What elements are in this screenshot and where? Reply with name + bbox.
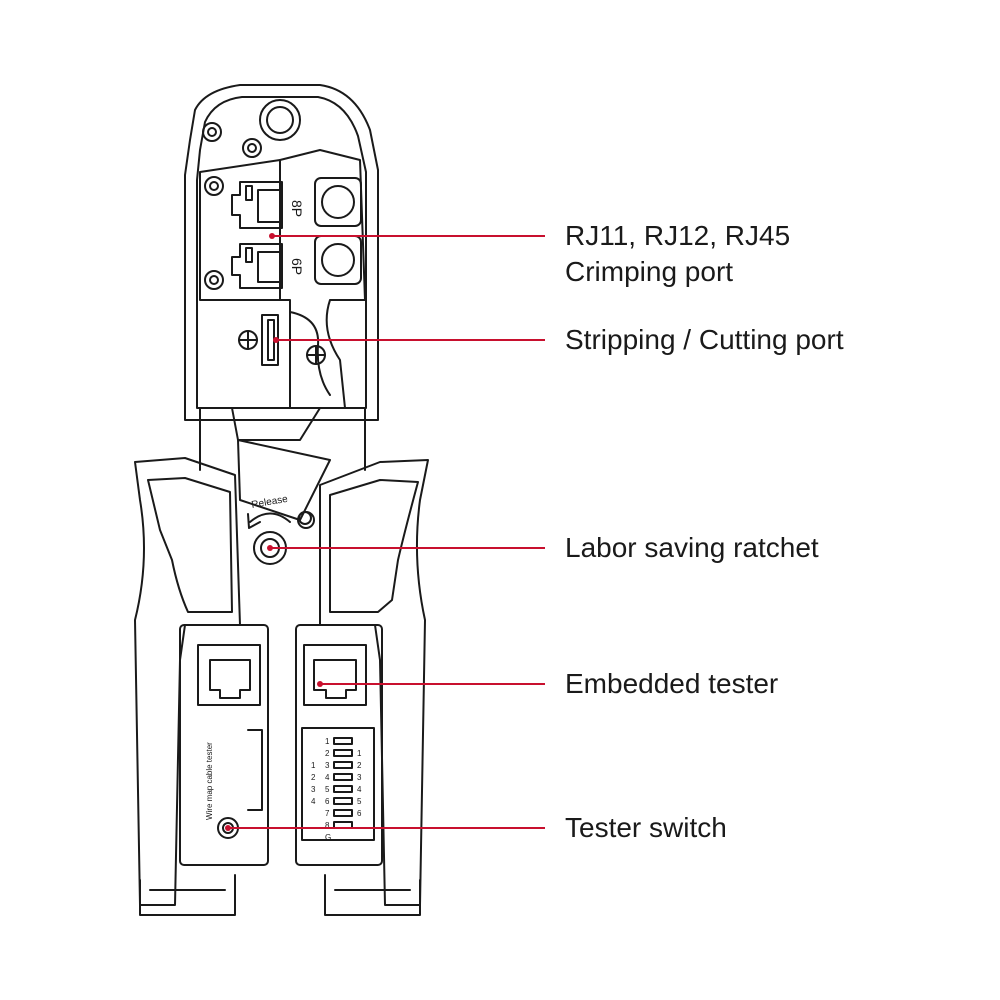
pin-label-left: 6 — [325, 797, 330, 806]
pin-label-left: 8 — [325, 821, 330, 830]
plate-screw — [209, 181, 219, 191]
pin-label-right: 3 — [357, 773, 362, 782]
pair-label: 1 — [311, 761, 316, 770]
led-indicators — [333, 737, 353, 829]
blade-screw-slot — [306, 345, 326, 365]
pin-label-left: G — [325, 833, 331, 842]
tool-neck — [199, 407, 366, 471]
callout-ratchet: Labor saving ratchet — [565, 530, 819, 566]
callout-stripping-port-line-1: Stripping / Cutting port — [565, 324, 844, 355]
release-arrow-head — [247, 513, 261, 529]
engraving-release: Release — [251, 494, 289, 511]
tool-neck-inner — [231, 407, 321, 441]
callout-crimping-port: RJ11, RJ12, RJ45 Crimping port — [565, 218, 790, 290]
pin-label-left: 1 — [325, 737, 330, 746]
led-panel — [301, 727, 375, 841]
head-hole — [202, 122, 222, 142]
die-8p — [231, 181, 283, 229]
pin-label-right: 6 — [357, 809, 362, 818]
callout-tester: Embedded tester — [565, 666, 778, 702]
leader-dot-stripping-port — [273, 337, 279, 343]
head-hole — [247, 143, 257, 153]
left-tester-body — [179, 624, 269, 866]
leader-dot-tester — [317, 681, 323, 687]
cutting-jaw — [289, 311, 331, 396]
die-6p-teeth — [245, 247, 253, 263]
die-8p-teeth — [245, 185, 253, 201]
rj45-socket-right — [303, 644, 367, 706]
head-hole — [266, 106, 294, 134]
pin-label-left: 4 — [325, 773, 330, 782]
pin-label-right: 5 — [357, 797, 362, 806]
pin-label-right: 1 — [357, 749, 362, 758]
pin-label-left: 2 — [325, 749, 330, 758]
tool-head-inner-rim — [196, 96, 367, 409]
head-hole — [259, 99, 301, 141]
left-tester-ridge — [247, 729, 263, 811]
right-handle-grip — [329, 479, 419, 613]
left-handle-grip — [147, 477, 233, 613]
leader-dot-crimping-port — [269, 233, 275, 239]
rj45-socket-left — [197, 644, 261, 706]
callout-tester-line-1: Embedded tester — [565, 668, 779, 699]
leader-dot-ratchet — [267, 545, 273, 551]
pin-label-left: 5 — [325, 785, 330, 794]
hex-socket — [321, 185, 355, 219]
plate-screw — [209, 275, 219, 285]
die-8p-inner — [257, 189, 281, 223]
right-tester-body — [295, 624, 383, 866]
callout-crimping-port-line-2: Crimping port — [565, 256, 734, 287]
left-handle-end — [139, 874, 236, 916]
right-handle — [319, 459, 429, 906]
engraving-tester-name: Wire map cable tester — [205, 742, 214, 820]
hex-socket — [321, 243, 355, 277]
engraving-8p: 8P — [289, 200, 305, 217]
callout-tester-switch-line-1: Tester switch — [565, 812, 727, 843]
pair-label: 2 — [311, 773, 316, 782]
rj45-socket-left-inner — [209, 659, 251, 699]
pin-label-right: 4 — [357, 785, 362, 794]
tool-head-outline — [184, 84, 379, 421]
pair-label: 3 — [311, 785, 316, 794]
callout-crimping-port-line-1: RJ11, RJ12, RJ45 — [565, 220, 791, 251]
pin-label-left: 3 — [325, 761, 330, 770]
head-hole — [242, 138, 262, 158]
right-jaw — [279, 149, 366, 409]
ratchet-pin — [297, 511, 315, 529]
callout-stripping-port: Stripping / Cutting port — [565, 322, 844, 358]
hex-block — [314, 177, 362, 227]
release-arrow — [249, 512, 291, 523]
die-6p-inner — [257, 251, 281, 283]
blade-screw-slot — [238, 330, 258, 350]
callout-tester-switch: Tester switch — [565, 810, 727, 846]
rj45-socket-right-inner — [313, 659, 357, 699]
right-handle-end — [324, 874, 421, 916]
head-hole — [207, 127, 217, 137]
die-6p — [231, 243, 283, 289]
engraving-6p: 6P — [289, 258, 305, 275]
plate-screw — [204, 270, 224, 290]
pin-label-left: 7 — [325, 809, 330, 818]
pin-label-right: 2 — [357, 761, 362, 770]
plate-screw — [204, 176, 224, 196]
pair-label: 4 — [311, 797, 316, 806]
leader-dot-tester-switch — [225, 825, 231, 831]
callout-ratchet-line-1: Labor saving ratchet — [565, 532, 819, 563]
